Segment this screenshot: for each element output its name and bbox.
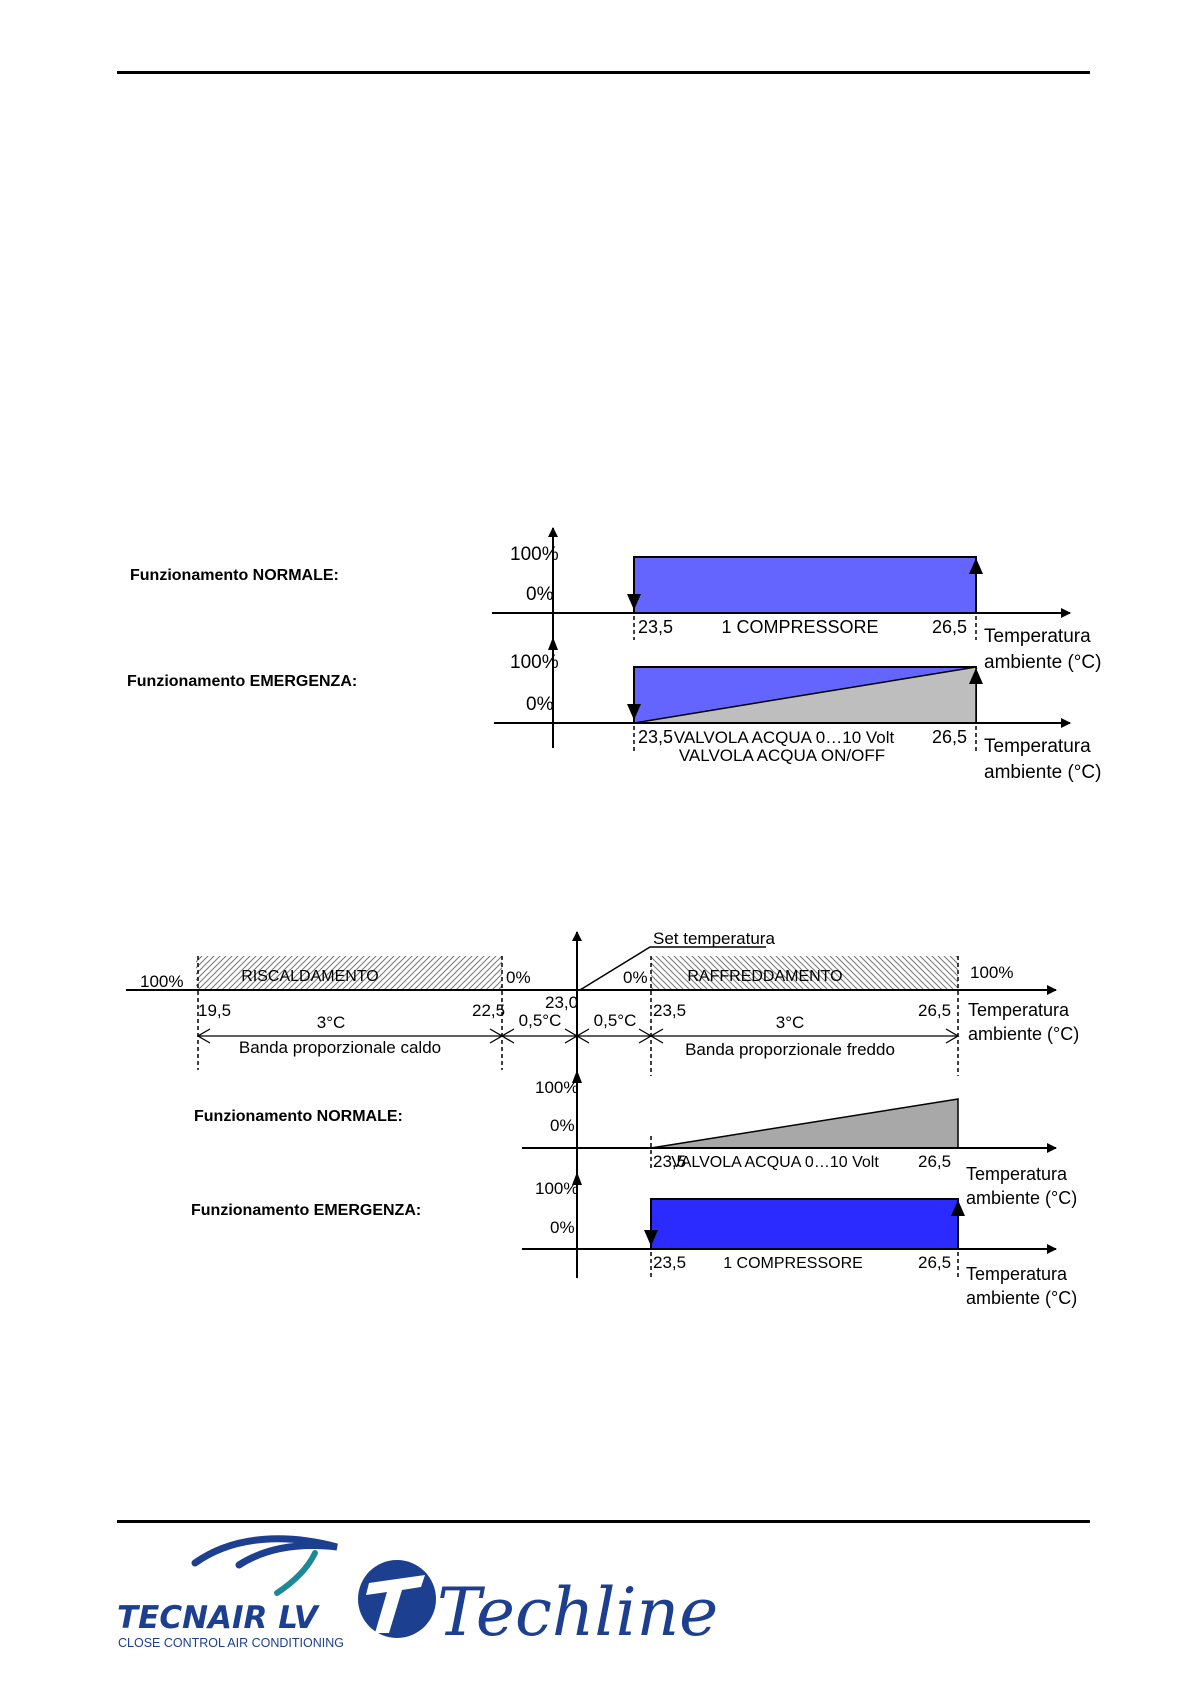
- d2-cooling-band: [651, 956, 958, 990]
- techline-logo: Techline: [358, 1560, 718, 1651]
- d2-axis-label-2: ambiente (°C): [968, 1024, 1079, 1044]
- diagram1: Funzionamento NORMALE: Funzionamento EME…: [127, 527, 1101, 783]
- d1-thigh-normal: 26,5: [932, 617, 967, 637]
- d2-axis-label-1c: Temperatura: [966, 1264, 1068, 1284]
- d2-cool-width: 3°C: [776, 1013, 805, 1032]
- d2-cooling-text: RAFFREDDAMENTO: [687, 968, 842, 985]
- d1-y0-normal: 0%: [526, 584, 554, 605]
- d2-valve-text: VALVOLA ACQUA 0…10 Volt: [671, 1154, 879, 1171]
- d2-heat-100: 100%: [140, 972, 183, 991]
- d2-set-pointer: [579, 946, 766, 991]
- diagram2: RISCALDAMENTO RAFFREDDAMENTO Set tempera…: [126, 929, 1079, 1308]
- d2-axis-label-2c: ambiente (°C): [966, 1288, 1077, 1308]
- d2-compressor-text: 1 COMPRESSORE: [723, 1255, 863, 1272]
- d1-axis-label-1b: Temperatura: [984, 736, 1091, 757]
- d2-valve-ramp: [650, 1098, 959, 1149]
- d1-tlow-normal: 23,5: [638, 617, 673, 637]
- techline-wordmark: Techline: [437, 1574, 718, 1651]
- d2-y0-normal: 0%: [550, 1116, 575, 1135]
- d2-y0-emergency: 0%: [550, 1218, 575, 1237]
- d1-emergency-label: Funzionamento EMERGENZA:: [127, 673, 357, 690]
- d2-t-23-5: 23,5: [653, 1001, 686, 1020]
- d2-deadband-right: 0,5°C: [594, 1011, 637, 1030]
- footer-logos: TECNAIR LV CLOSE CONTROL AIR CONDITIONIN…: [117, 1535, 718, 1651]
- d2-t-26-5: 26,5: [918, 1001, 951, 1020]
- d2-y100-normal: 100%: [535, 1078, 578, 1097]
- d2-t-19-5: 19,5: [198, 1001, 231, 1020]
- d2-axis-label-1b: Temperatura: [966, 1164, 1068, 1184]
- d1-axis-label-2b: ambiente (°C): [984, 762, 1101, 783]
- d1-axis-label-1: Temperatura: [984, 626, 1091, 647]
- d2-tlow-emergency: 23,5: [653, 1253, 686, 1272]
- d2-compressor-block: [650, 1198, 959, 1250]
- footer-rule: [117, 1520, 1090, 1523]
- d1-valve-onoff-text: VALVOLA ACQUA ON/OFF: [679, 746, 885, 765]
- d2-normal-label: Funzionamento NORMALE:: [194, 1108, 403, 1125]
- d1-y0-emergency: 0%: [526, 694, 554, 715]
- d2-cool-100: 100%: [970, 963, 1013, 982]
- tecnair-wordmark: TECNAIR LV: [117, 1600, 321, 1636]
- d2-band-heat-text: Banda proporzionale caldo: [239, 1038, 441, 1057]
- tecnair-tagline: CLOSE CONTROL AIR CONDITIONING: [118, 1636, 344, 1650]
- d1-axis-label-2: ambiente (°C): [984, 652, 1101, 673]
- d1-compressor-text: 1 COMPRESSORE: [721, 617, 878, 637]
- d2-axis-label-2b: ambiente (°C): [966, 1188, 1077, 1208]
- d2-thigh-emergency: 26,5: [918, 1253, 951, 1272]
- d1-y100-emergency: 100%: [510, 652, 559, 673]
- d2-band-cool-text: Banda proporzionale freddo: [685, 1040, 895, 1059]
- d1-y100-normal: 100%: [510, 544, 559, 565]
- d2-heat-0: 0%: [506, 968, 531, 987]
- d2-set-temp-text: Set temperatura: [653, 929, 775, 948]
- d2-cool-0: 0%: [623, 968, 648, 987]
- d2-axis-label-1: Temperatura: [968, 1000, 1070, 1020]
- d2-t-23-0: 23,0: [545, 993, 578, 1012]
- d1-normal-label: Funzionamento NORMALE:: [130, 567, 339, 584]
- d2-heating-text: RISCALDAMENTO: [241, 968, 379, 985]
- d2-y100-emergency: 100%: [535, 1179, 578, 1198]
- d2-heat-width: 3°C: [317, 1013, 346, 1032]
- tecnair-logo: TECNAIR LV CLOSE CONTROL AIR CONDITIONIN…: [117, 1535, 344, 1650]
- swoosh-icon: [191, 1535, 338, 1569]
- d2-tlow-normal: 23,5: [653, 1152, 686, 1171]
- d2-t-22-5: 22,5: [472, 1001, 505, 1020]
- d2-emergency-label: Funzionamento EMERGENZA:: [191, 1202, 421, 1219]
- d1-thigh-emergency: 26,5: [932, 727, 967, 747]
- d2-heating-band: [196, 956, 502, 990]
- d2-thigh-normal: 26,5: [918, 1152, 951, 1171]
- d1-valve-analog-text: VALVOLA ACQUA 0…10 Volt: [674, 728, 895, 747]
- d1-compressor-block: [633, 556, 977, 614]
- d2-deadband-left: 0,5°C: [519, 1011, 562, 1030]
- header-rule: [117, 71, 1090, 74]
- d1-tlow-emergency: 23,5: [638, 727, 673, 747]
- d1-y-arrow-emergency: [548, 637, 558, 650]
